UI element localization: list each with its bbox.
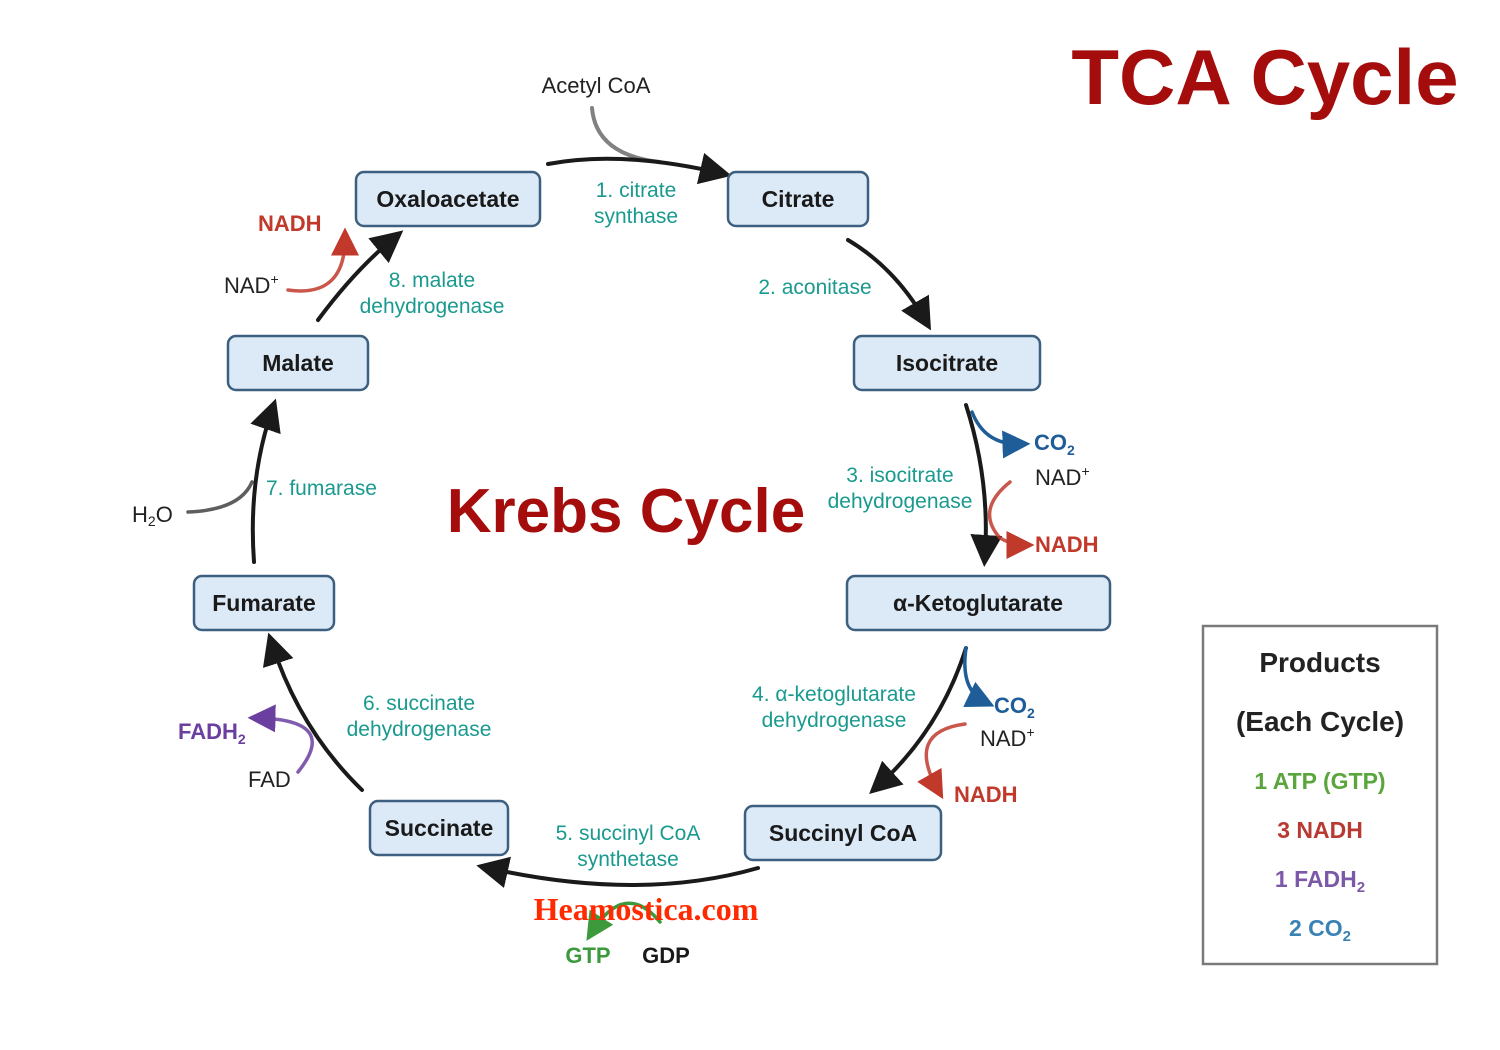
products-box: Products (Each Cycle) 1 ATP (GTP) 3 NADH… bbox=[1201, 624, 1439, 966]
nadh-label-4: NADH bbox=[954, 782, 1018, 807]
enzyme-6-line1: 6. succinate bbox=[363, 692, 475, 715]
acetyl-coa-arrow bbox=[590, 106, 662, 164]
enzyme-1-line2: synthase bbox=[594, 205, 678, 228]
enzyme-3-line1: 3. isocitrate bbox=[846, 464, 953, 487]
node-malate: Malate bbox=[226, 334, 370, 392]
arrow-succinyl-to-succinate bbox=[476, 856, 760, 888]
co2-arrow-2 bbox=[963, 646, 995, 708]
nad-label-8: NAD+ bbox=[224, 271, 279, 298]
fadh-arrow bbox=[247, 704, 314, 774]
nadh-label-3: NADH bbox=[1035, 532, 1099, 557]
h2o-label: H2O bbox=[132, 502, 173, 529]
enzyme-7: 7. fumarase bbox=[266, 477, 377, 500]
svg-text:Malate: Malate bbox=[262, 350, 334, 376]
co2-label-2: CO2 bbox=[994, 693, 1035, 721]
svg-text:Citrate: Citrate bbox=[762, 186, 835, 212]
enzyme-8-line2: dehydrogenase bbox=[360, 295, 505, 318]
enzyme-6-line2: dehydrogenase bbox=[347, 718, 492, 741]
enzyme-4-line2: dehydrogenase bbox=[762, 709, 907, 732]
enzyme-1-line1: 1. citrate bbox=[596, 179, 677, 202]
enzyme-8-line1: 8. malate bbox=[389, 269, 475, 292]
gtp-label: GTP bbox=[565, 943, 610, 968]
arrow-citrate-to-isocitrate bbox=[846, 238, 931, 331]
svg-text:Isocitrate: Isocitrate bbox=[896, 350, 998, 376]
co2-arrow-1 bbox=[970, 410, 1031, 459]
products-heading: Products bbox=[1259, 647, 1380, 678]
product-nadh: 3 NADH bbox=[1277, 817, 1363, 843]
node-fumarate: Fumarate bbox=[192, 574, 336, 632]
node-isocitrate: Isocitrate bbox=[852, 334, 1042, 392]
svg-text:Succinate: Succinate bbox=[385, 815, 494, 841]
watermark: Heamostica.com bbox=[534, 891, 759, 927]
product-fadh2: 1 FADH2 bbox=[1275, 866, 1365, 896]
node-oxaloacetate: Oxaloacetate bbox=[354, 170, 542, 228]
svg-text:Oxaloacetate: Oxaloacetate bbox=[376, 186, 519, 212]
arrow-malate-to-oxaloacetate bbox=[316, 230, 404, 322]
nadh-arrow-3 bbox=[987, 480, 1035, 559]
enzyme-5-line1: 5. succinyl CoA bbox=[556, 822, 701, 845]
node-succinyl-coa: Succinyl CoA bbox=[743, 804, 943, 862]
arrow-ketoglutarate-to-succinyl bbox=[869, 646, 968, 795]
svg-text:Succinyl CoA: Succinyl CoA bbox=[769, 820, 917, 846]
gdp-label: GDP bbox=[642, 943, 690, 968]
fadh2-label: FADH2 bbox=[178, 719, 246, 747]
node-citrate: Citrate bbox=[726, 170, 870, 228]
node-succinate: Succinate bbox=[368, 799, 510, 857]
nad-label-4: NAD+ bbox=[980, 724, 1035, 751]
nadh-arrow-4 bbox=[917, 722, 967, 800]
enzyme-5-line2: synthetase bbox=[577, 848, 679, 871]
product-atp: 1 ATP (GTP) bbox=[1254, 768, 1385, 794]
enzyme-4-line1: 4. α-ketoglutarate bbox=[752, 683, 916, 706]
svg-text:α-Ketoglutarate: α-Ketoglutarate bbox=[893, 590, 1063, 616]
arrow-isocitrate-to-ketoglutarate bbox=[964, 403, 1003, 567]
enzyme-2: 2. aconitase bbox=[758, 276, 871, 299]
products-subheading: (Each Cycle) bbox=[1236, 706, 1404, 737]
nad-label-3: NAD+ bbox=[1035, 463, 1090, 490]
nadh-label-8: NADH bbox=[258, 211, 322, 236]
nadh-arrow-8 bbox=[286, 227, 359, 293]
h2o-arrow bbox=[186, 480, 254, 514]
arrow-fumarate-to-malate bbox=[250, 398, 281, 564]
gtp-arrow bbox=[586, 901, 662, 941]
acetyl-coa-label: Acetyl CoA bbox=[542, 73, 651, 98]
center-title: Krebs Cycle bbox=[447, 477, 805, 546]
svg-text:Fumarate: Fumarate bbox=[212, 590, 316, 616]
node-ketoglutarate: α-Ketoglutarate bbox=[845, 574, 1112, 632]
arrow-succinate-to-fumarate bbox=[262, 632, 364, 792]
product-co2: 2 CO2 bbox=[1289, 915, 1351, 945]
enzyme-3-line2: dehydrogenase bbox=[828, 490, 973, 513]
co2-label-1: CO2 bbox=[1034, 430, 1075, 458]
fad-label: FAD bbox=[248, 767, 291, 792]
arrow-oxaloacetate-to-citrate bbox=[546, 152, 732, 185]
page-title: TCA Cycle bbox=[1071, 33, 1458, 121]
